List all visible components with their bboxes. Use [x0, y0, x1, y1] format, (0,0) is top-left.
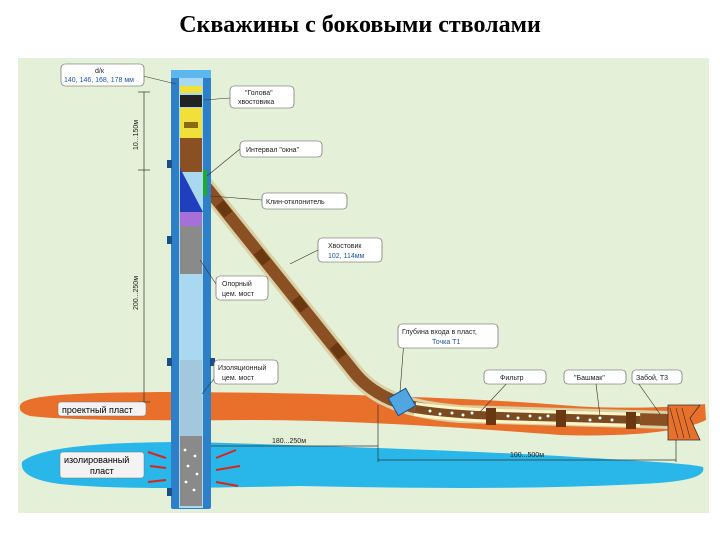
- callout-support-bridge: Опорный цем. мост: [215, 275, 269, 301]
- head-label-1: "Голова": [245, 90, 273, 97]
- entry-label-1: Глубина входа в пласт,: [402, 328, 477, 336]
- callout-window: Интервал "окна": [239, 140, 323, 158]
- isolation-label-1: Изоляционный: [218, 364, 266, 372]
- filter-core: [414, 405, 641, 424]
- callout-liner: Хвостовик 102, 114мм: [317, 237, 383, 263]
- casing-centralizers: [167, 160, 215, 496]
- isolated-layer-label-1: изолированный: [64, 455, 129, 465]
- target-layer-label-box: проектный пласт: [57, 401, 147, 417]
- callout-bottom: Забой, Т3: [631, 369, 683, 385]
- entry-point-marker: [387, 387, 417, 417]
- dim-horizontal-label: 100...500м: [510, 452, 544, 459]
- filter-label: Фильтр: [500, 375, 524, 382]
- support-cement-bridge: [180, 226, 202, 274]
- liner-head-block: [180, 95, 202, 107]
- whipstock-base: [180, 212, 202, 226]
- window-marker: [203, 170, 207, 196]
- dim-offset-label: 180...250м: [272, 438, 306, 445]
- diameter-label-1: d/к: [95, 68, 105, 75]
- isolated-layer-label-box: изолированный пласт: [59, 451, 145, 479]
- whipstock: [180, 168, 203, 212]
- isolated-layer-label-2: пласт: [90, 466, 114, 476]
- head-label-2: хвостовика: [238, 99, 274, 106]
- bottomhole-hatch: [667, 404, 701, 441]
- liner-label-2: 102, 114мм: [328, 253, 365, 260]
- dim-top-label: 10...150м: [133, 120, 140, 150]
- dim-mid-label: 200...250м: [133, 276, 140, 310]
- perforation-dots: [428, 409, 614, 422]
- callout-entry: Глубина входа в пласт, Точка Т1: [397, 323, 499, 349]
- whipstock-label: Клин-отклонитель: [266, 199, 325, 206]
- bottom-label: Забой, Т3: [636, 374, 668, 382]
- isolation-label-2: цем. мост: [222, 375, 255, 382]
- lower-cement-plug: [180, 436, 202, 506]
- packer-label: "Башмак": [574, 375, 605, 382]
- window-label: Интервал "окна": [246, 147, 300, 154]
- callout-diameter: d/к 140, 146, 168, 178 мм: [60, 63, 145, 87]
- isolation-cement-bridge: [180, 360, 202, 440]
- page-title: Скважины с боковыми стволами: [179, 12, 541, 38]
- liner-head-slot: [184, 122, 198, 128]
- diagram-panel: [18, 58, 709, 513]
- entry-label-2: Точка Т1: [432, 339, 460, 346]
- flow-arrows: [147, 449, 241, 487]
- lower-plug-dots: [183, 448, 199, 492]
- callout-packer: "Башмак": [563, 369, 627, 385]
- liner-head-base: [180, 138, 202, 172]
- liner-head-ring: [180, 86, 202, 93]
- target-layer-label: проектный пласт: [62, 405, 133, 415]
- liner-label-1: Хвостовик: [328, 243, 362, 250]
- callout-isolation-bridge: Изоляционный цем. мост: [213, 359, 279, 385]
- callout-filter: Фильтр: [483, 369, 547, 385]
- bridge-label-2: цем. мост: [222, 291, 255, 298]
- diameter-label-2: 140, 146, 168, 178 мм: [64, 77, 134, 84]
- callout-head: "Голова" хвостовика: [229, 85, 295, 109]
- callout-leaders: [142, 75, 661, 417]
- liner-joints: [215, 200, 636, 429]
- bridge-label-1: Опорный: [222, 280, 252, 288]
- casing-top-cap: [171, 70, 211, 78]
- callout-whipstock: Клин-отклонитель: [261, 192, 348, 210]
